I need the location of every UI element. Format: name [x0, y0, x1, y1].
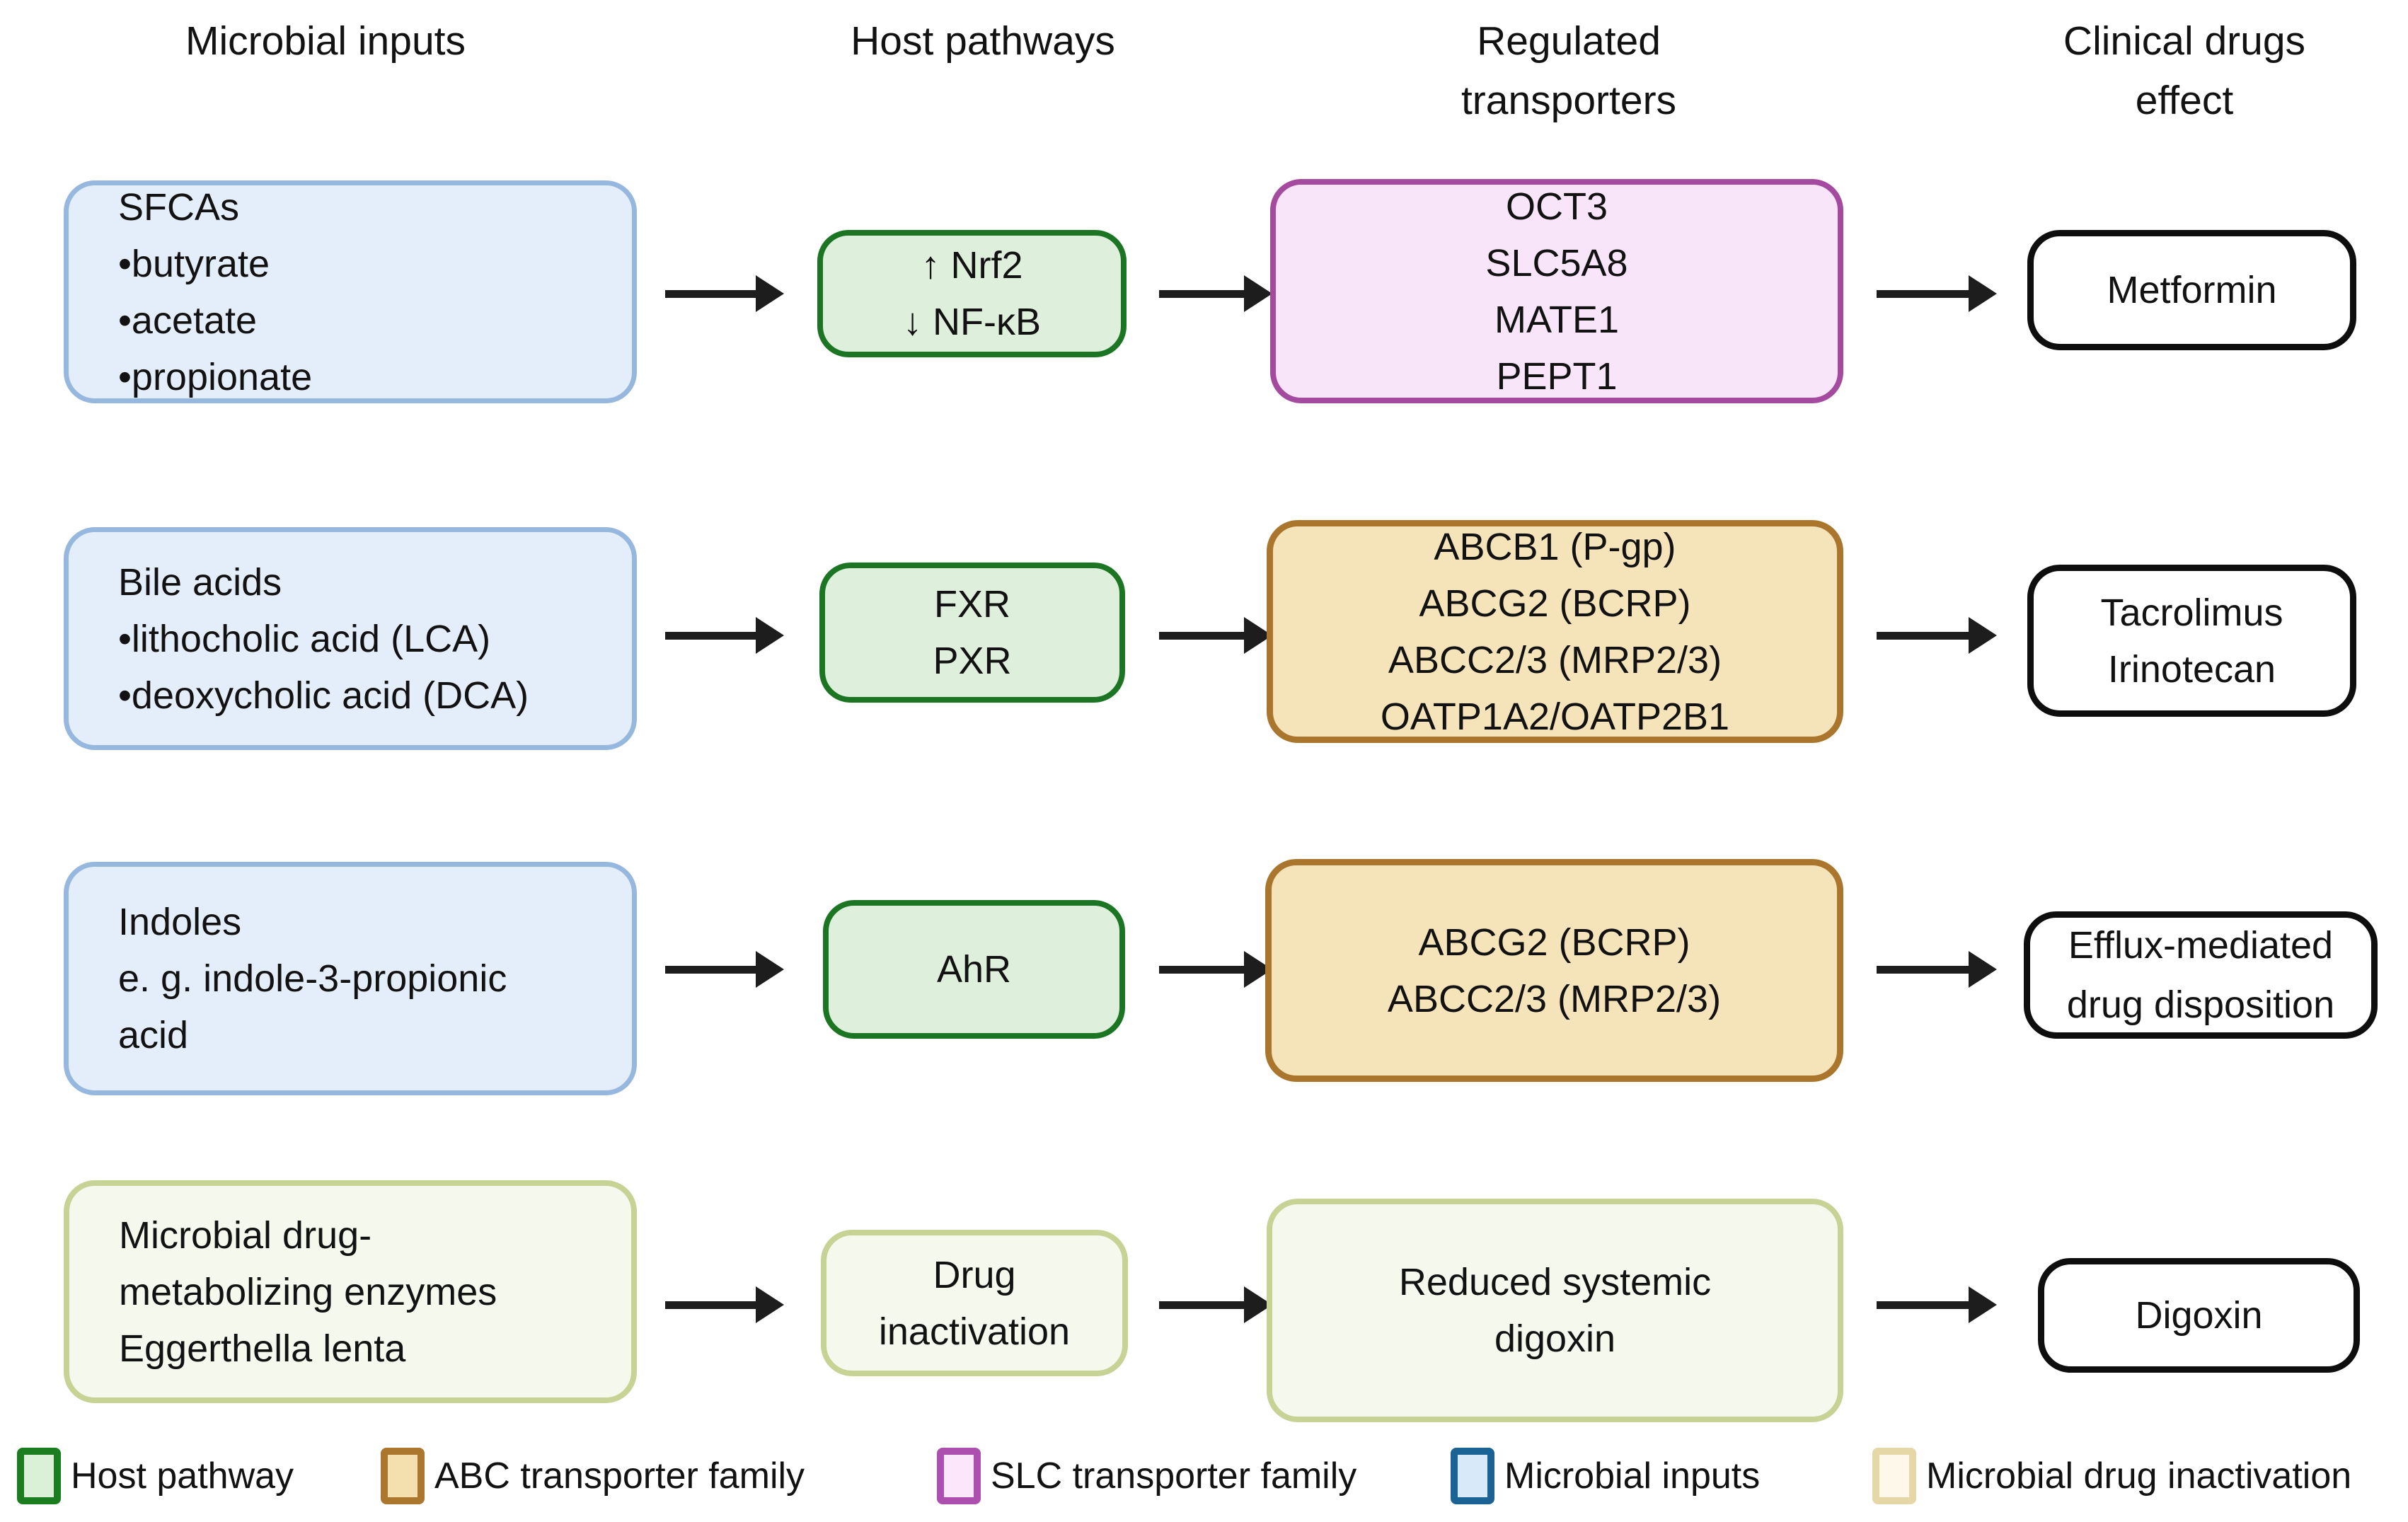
transporter-box-abc-row2: ABCB1 (P-gp) ABCG2 (BCRP) ABCC2/3 (MRP2/…	[1267, 520, 1843, 743]
microbial-input-box-indoles: Indoles e. g. indole-3-propionic acid	[64, 862, 637, 1095]
arrow-shaft	[1877, 1301, 1969, 1309]
arrow-shaft	[1877, 965, 1969, 974]
arrow-head	[756, 617, 784, 654]
arrow-shaft	[665, 289, 756, 298]
arrow-head	[1969, 617, 1997, 654]
box-text: ABCB1 (P-gp) ABCG2 (BCRP) ABCC2/3 (MRP2/…	[1380, 525, 1730, 738]
arrow-right-icon	[1877, 275, 1997, 312]
box-text: OCT3 SLC5A8 MATE1 PEPT1	[1485, 185, 1628, 398]
box-text: Reduced systemic digoxin	[1398, 1261, 1712, 1360]
arrow-head	[1244, 275, 1272, 312]
arrow-right-icon	[665, 951, 784, 988]
transporter-box-slc-row1: OCT3 SLC5A8 MATE1 PEPT1	[1270, 179, 1843, 403]
arrow-head	[756, 951, 784, 988]
arrow-shaft	[665, 631, 756, 640]
arrow-shaft	[1877, 289, 1969, 298]
arrow-shaft	[1159, 289, 1244, 298]
legend-item-microbial-drug-inactivation: Microbial drug inactivation	[1872, 1445, 2351, 1507]
box-text: Drug inactivation	[878, 1253, 1071, 1353]
arrow-shaft	[665, 1301, 756, 1309]
microbial-input-box-sfcas: SFCAs •butyrate •acetate •propionate	[64, 180, 637, 403]
legend-label: Microbial drug inactivation	[1926, 1455, 2352, 1497]
host-pathway-swatch-icon	[17, 1448, 61, 1504]
box-text: AhR	[936, 948, 1012, 991]
arrow-head	[1969, 275, 1997, 312]
column-header-regulated-transporters: Regulated transporters	[1461, 18, 1677, 123]
transporter-box-abc-row3: ABCG2 (BCRP) ABCC2/3 (MRP2/3)	[1265, 859, 1843, 1082]
box-text: Efflux-mediated drug disposition	[2066, 924, 2335, 1026]
legend-item-host-pathway: Host pathway	[17, 1445, 294, 1507]
arrow-shaft	[1159, 1301, 1244, 1309]
box-text: ↑ Nrf2 ↓ NF-κB	[903, 244, 1041, 343]
box-text: ABCG2 (BCRP) ABCC2/3 (MRP2/3)	[1387, 921, 1722, 1020]
box-text: Digoxin	[2135, 1294, 2263, 1337]
arrow-right-icon	[665, 617, 784, 654]
arrow-right-icon	[1159, 617, 1272, 654]
clinical-drug-box-digoxin: Digoxin	[2038, 1258, 2360, 1373]
box-text: SFCAs •butyrate •acetate •propionate	[118, 185, 313, 398]
legend-label: Microbial inputs	[1504, 1455, 1761, 1497]
arrow-right-icon	[665, 1286, 784, 1323]
clinical-drug-box-metformin: Metformin	[2027, 230, 2356, 350]
legend-label: Host pathway	[71, 1455, 294, 1497]
box-text: Indoles e. g. indole-3-propionic acid	[118, 901, 507, 1056]
abc-transporter-swatch-icon	[381, 1448, 425, 1504]
box-text: Bile acids •lithocholic acid (LCA) •deox…	[118, 560, 529, 717]
clinical-drug-box-efflux-mediated: Efflux-mediated drug disposition	[2024, 911, 2378, 1039]
column-header-host-pathways: Host pathways	[851, 18, 1115, 64]
box-text: Metformin	[2107, 269, 2277, 311]
outcome-box-reduced-systemic-digoxin: Reduced systemic digoxin	[1267, 1199, 1843, 1422]
arrow-head	[756, 275, 784, 312]
host-pathway-box-nrf2-nfkb: ↑ Nrf2 ↓ NF-κB	[817, 230, 1127, 357]
arrow-head	[1969, 951, 1997, 988]
clinical-drug-box-tacrolimus-irinotecan: Tacrolimus Irinotecan	[2027, 565, 2356, 717]
microbial-input-box-bile-acids: Bile acids •lithocholic acid (LCA) •deox…	[64, 527, 637, 750]
host-pathway-box-fxr-pxr: FXR PXR	[819, 563, 1125, 703]
arrow-right-icon	[1159, 1286, 1272, 1323]
arrow-right-icon	[1159, 275, 1272, 312]
arrow-head	[1969, 1286, 1997, 1323]
box-text: Tacrolimus Irinotecan	[2100, 591, 2283, 691]
microbial-input-box-drug-metabolizing-enzymes: Microbial drug- metabolizing enzymes Egg…	[64, 1180, 637, 1403]
arrow-shaft	[1159, 965, 1244, 974]
arrow-right-icon	[1877, 617, 1997, 654]
box-text: Microbial drug- metabolizing enzymes Egg…	[119, 1213, 497, 1370]
box-text: FXR PXR	[933, 583, 1012, 682]
pathway-box-drug-inactivation: Drug inactivation	[821, 1230, 1128, 1376]
slc-transporter-swatch-icon	[937, 1448, 981, 1504]
host-pathway-box-ahr: AhR	[823, 900, 1125, 1039]
microbial-inputs-swatch-icon	[1451, 1448, 1494, 1504]
arrow-shaft	[1159, 631, 1244, 640]
arrow-shaft	[1877, 631, 1969, 640]
column-header-microbial-inputs: Microbial inputs	[185, 18, 466, 64]
legend-label: ABC transporter family	[434, 1455, 805, 1497]
arrow-right-icon	[1877, 951, 1997, 988]
legend-item-slc-transporter-family: SLC transporter family	[937, 1445, 1356, 1507]
legend-item-abc-transporter-family: ABC transporter family	[381, 1445, 805, 1507]
arrow-shaft	[665, 965, 756, 974]
microbial-drug-inactivation-swatch-icon	[1872, 1448, 1916, 1504]
arrow-right-icon	[1159, 951, 1272, 988]
legend-label: SLC transporter family	[991, 1455, 1357, 1497]
arrow-right-icon	[1877, 1286, 1997, 1323]
arrow-right-icon	[665, 275, 784, 312]
column-header-clinical-drugs-effect: Clinical drugs effect	[2063, 18, 2306, 123]
arrow-head	[756, 1286, 784, 1323]
legend-item-microbial-inputs: Microbial inputs	[1451, 1445, 1760, 1507]
